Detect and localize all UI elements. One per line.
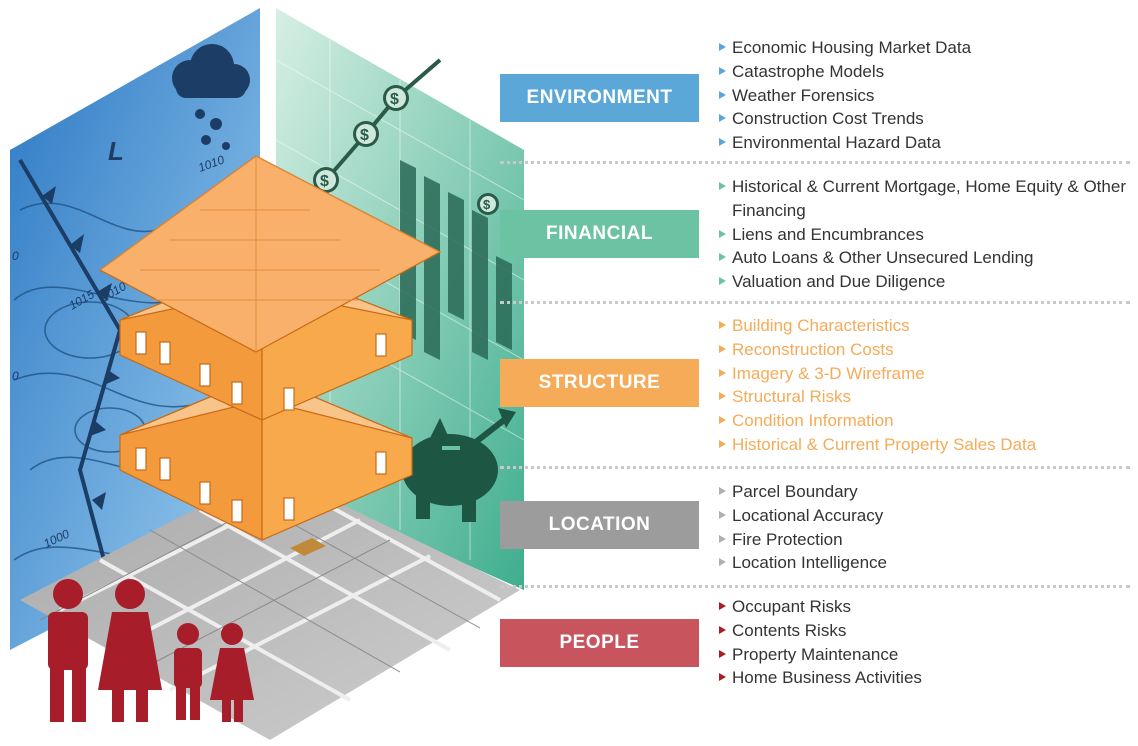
environment-item: Economic Housing Market Data [718, 36, 1128, 60]
people-item: Contents Risks [718, 619, 1128, 643]
category-label-people: PEOPLE [500, 619, 699, 667]
structure-item: Historical & Current Property Sales Data [718, 433, 1128, 457]
category-label-financial: FINANCIAL [500, 210, 699, 258]
dollar-symbol: $ [320, 173, 329, 190]
pressure-label: 0 [12, 249, 19, 263]
highlighted-parcel [290, 538, 326, 556]
dollar-symbol: $ [483, 197, 491, 212]
environment-item: Catastrophe Models [718, 60, 1128, 84]
people-item: Home Business Activities [718, 666, 1128, 690]
structure-item: Condition Information [718, 409, 1128, 433]
dollar-coin-icon: $ [313, 167, 339, 193]
dollar-coin-icon: $ [353, 121, 379, 147]
piggy-bank-icon [402, 418, 498, 522]
structure-item-list: Building Characteristics Reconstruction … [718, 314, 1128, 457]
location-item-list: Parcel Boundary Locational Accuracy Fire… [718, 480, 1128, 575]
location-item: Locational Accuracy [718, 504, 1128, 528]
dollar-coin-icon: $ [477, 193, 499, 215]
section-divider [500, 301, 1130, 304]
section-divider [500, 585, 1130, 588]
financial-item: Liens and Encumbrances [718, 223, 1128, 247]
structure-item: Structural Risks [718, 385, 1128, 409]
dollar-symbol: $ [360, 127, 369, 144]
family-figures-icon [48, 579, 254, 722]
structure-item: Imagery & 3-D Wireframe [718, 362, 1128, 386]
environment-item: Construction Cost Trends [718, 107, 1128, 131]
financial-item-list: Historical & Current Mortgage, Home Equi… [718, 175, 1128, 294]
environment-item: Environmental Hazard Data [718, 131, 1128, 155]
location-item: Fire Protection [718, 528, 1128, 552]
section-divider [500, 161, 1130, 164]
people-item-list: Occupant Risks Contents Risks Property M… [718, 595, 1128, 690]
dollar-coin-icon: $ [383, 85, 409, 111]
structure-item: Reconstruction Costs [718, 338, 1128, 362]
location-item: Location Intelligence [718, 551, 1128, 575]
house-wireframe [98, 155, 442, 541]
people-item: Occupant Risks [718, 595, 1128, 619]
trend-arrow-icon [498, 408, 516, 428]
financial-item: Auto Loans & Other Unsecured Lending [718, 246, 1128, 270]
environment-item-list: Economic Housing Market Data Catastrophe… [718, 36, 1128, 155]
financial-item: Valuation and Due Diligence [718, 270, 1128, 294]
property-data-illustration: L 1010 1015 1010 1000 1000 0 0 [10, 8, 525, 740]
storm-cloud-icon [172, 44, 250, 150]
environment-item: Weather Forensics [718, 84, 1128, 108]
weather-low-label: L [108, 136, 124, 166]
category-label-environment: ENVIRONMENT [500, 74, 699, 122]
pressure-label: 0 [12, 369, 19, 383]
category-label-structure: STRUCTURE [500, 359, 699, 407]
category-label-location: LOCATION [500, 501, 699, 549]
structure-item: Building Characteristics [718, 314, 1128, 338]
section-divider [500, 466, 1130, 469]
people-item: Property Maintenance [718, 643, 1128, 667]
financial-item: Historical & Current Mortgage, Home Equi… [718, 175, 1128, 223]
location-item: Parcel Boundary [718, 480, 1128, 504]
dollar-symbol: $ [390, 91, 399, 108]
